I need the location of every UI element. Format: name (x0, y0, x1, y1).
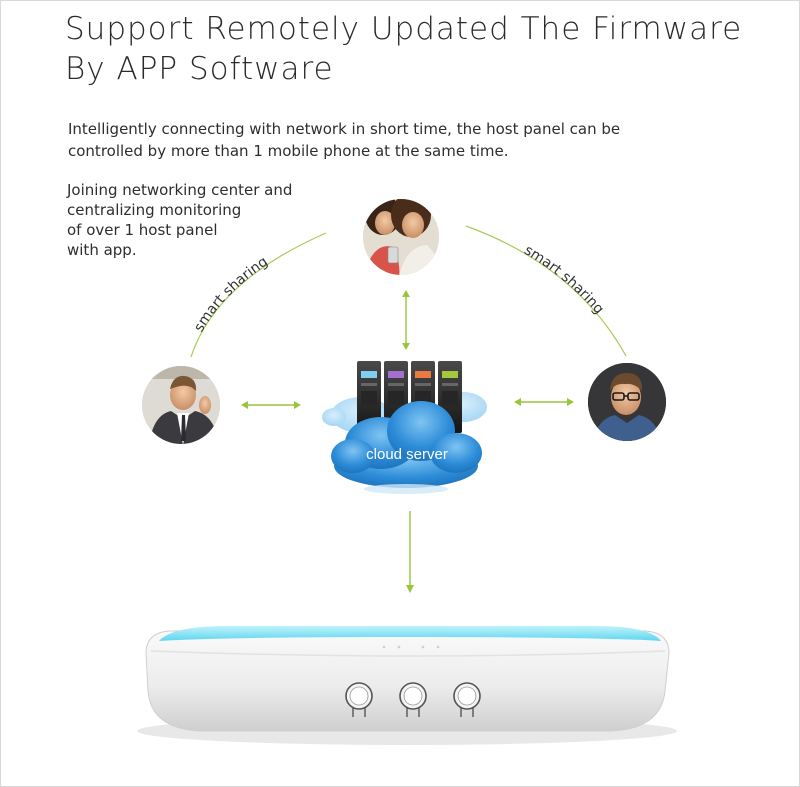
title-line-1: Support Remotely Updated The Firmware (65, 11, 743, 47)
businessman-photo (140, 364, 222, 446)
intro-line-2: controlled by more than 1 mobile phone a… (68, 142, 509, 160)
cloud-server-label: cloud server (366, 446, 448, 463)
side-note: Joining networking center and centralizi… (67, 180, 292, 260)
arrow-top-vertical (402, 290, 410, 350)
panel-light-ring (159, 626, 661, 641)
side-note-line-3: of over 1 host panel (67, 221, 218, 239)
panel-button-1 (345, 682, 373, 717)
side-note-line-2: centralizing monitoring (67, 201, 242, 219)
panel-button-3 (453, 682, 481, 717)
arrow-left-horizontal (241, 401, 301, 409)
panel-buttons (345, 682, 481, 717)
arrow-right-horizontal (514, 398, 574, 406)
page-title: Support Remotely Updated The Firmware By… (65, 9, 742, 89)
right-arc-label: smart sharing (521, 242, 607, 317)
right-sharing-arc (465, 225, 627, 357)
side-note-line-4: with app. (67, 241, 137, 259)
women-with-phone-photo (361, 197, 441, 277)
host-panel-device (137, 626, 677, 745)
intro-paragraph: Intelligently connecting with network in… (68, 118, 708, 162)
left-sharing-arc (190, 232, 327, 358)
side-note-line-1: Joining networking center and (67, 181, 293, 199)
title-line-2: By APP Software (65, 51, 334, 87)
man-with-glasses-photo (586, 361, 668, 443)
intro-line-1: Intelligently connecting with network in… (68, 120, 621, 138)
cloud-server: cloud server (322, 361, 487, 494)
panel-button-2 (399, 682, 427, 717)
left-arc-label: smart sharing (191, 254, 271, 335)
arrow-down-to-panel (406, 511, 414, 593)
